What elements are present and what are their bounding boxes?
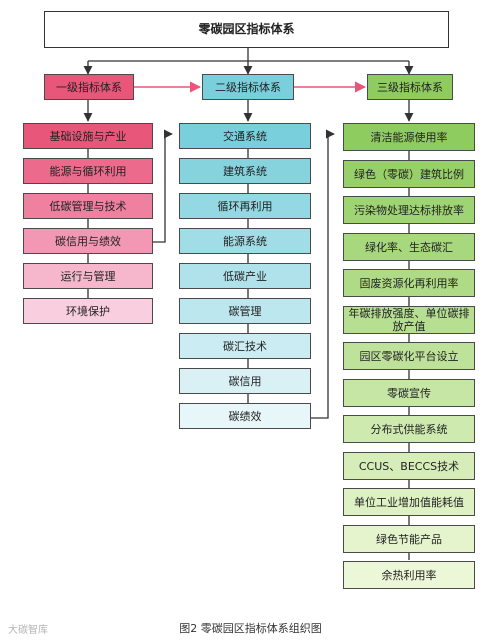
- level2-item: 能源系统: [179, 228, 311, 254]
- header-level2: 二级指标体系: [202, 74, 294, 100]
- level2-item: 低碳产业: [179, 263, 311, 289]
- level2-item: 碳绩效: [179, 403, 311, 429]
- figure-caption: 图2 零碳园区指标体系组织图: [179, 622, 322, 635]
- level2-item: 建筑系统: [179, 158, 311, 184]
- level1-item: 基础设施与产业: [23, 123, 153, 149]
- level1-item: 低碳管理与技术: [23, 193, 153, 219]
- level3-item: 绿化率、生态碳汇: [343, 233, 475, 261]
- level2-item: 碳管理: [179, 298, 311, 324]
- watermark: 大碳智库: [8, 625, 48, 636]
- level2-item: 碳信用: [179, 368, 311, 394]
- level1-item: 运行与管理: [23, 263, 153, 289]
- level3-item: 零碳宣传: [343, 379, 475, 407]
- level2-item: 循环再利用: [179, 193, 311, 219]
- level3-item: 分布式供能系统: [343, 415, 475, 443]
- level1-item: 能源与循环利用: [23, 158, 153, 184]
- level3-item: 单位工业增加值能耗值: [343, 488, 475, 516]
- header-level3: 三级指标体系: [367, 74, 453, 100]
- level3-item: 年碳排放强度、单位碳排放产值: [343, 306, 475, 334]
- level1-item: 碳信用与绩效: [23, 228, 153, 254]
- level1-to-level2-connector: [151, 129, 173, 243]
- level3-item: 绿色节能产品: [343, 525, 475, 553]
- level2-to-level3-connector: [311, 129, 335, 419]
- diagram-title: 零碳园区指标体系: [44, 11, 449, 48]
- level2-item: 交通系统: [179, 123, 311, 149]
- level2-item: 碳汇技术: [179, 333, 311, 359]
- level3-item: 绿色（零碳）建筑比例: [343, 160, 475, 188]
- level1-item: 环境保护: [23, 298, 153, 324]
- level3-item: 清洁能源使用率: [343, 123, 475, 151]
- level3-item: 污染物处理达标排放率: [343, 196, 475, 224]
- level3-item: CCUS、BECCS技术: [343, 452, 475, 480]
- level3-item: 余热利用率: [343, 561, 475, 589]
- header-level1: 一级指标体系: [44, 74, 134, 100]
- level3-item: 园区零碳化平台设立: [343, 342, 475, 370]
- level3-item: 固废资源化再利用率: [343, 269, 475, 297]
